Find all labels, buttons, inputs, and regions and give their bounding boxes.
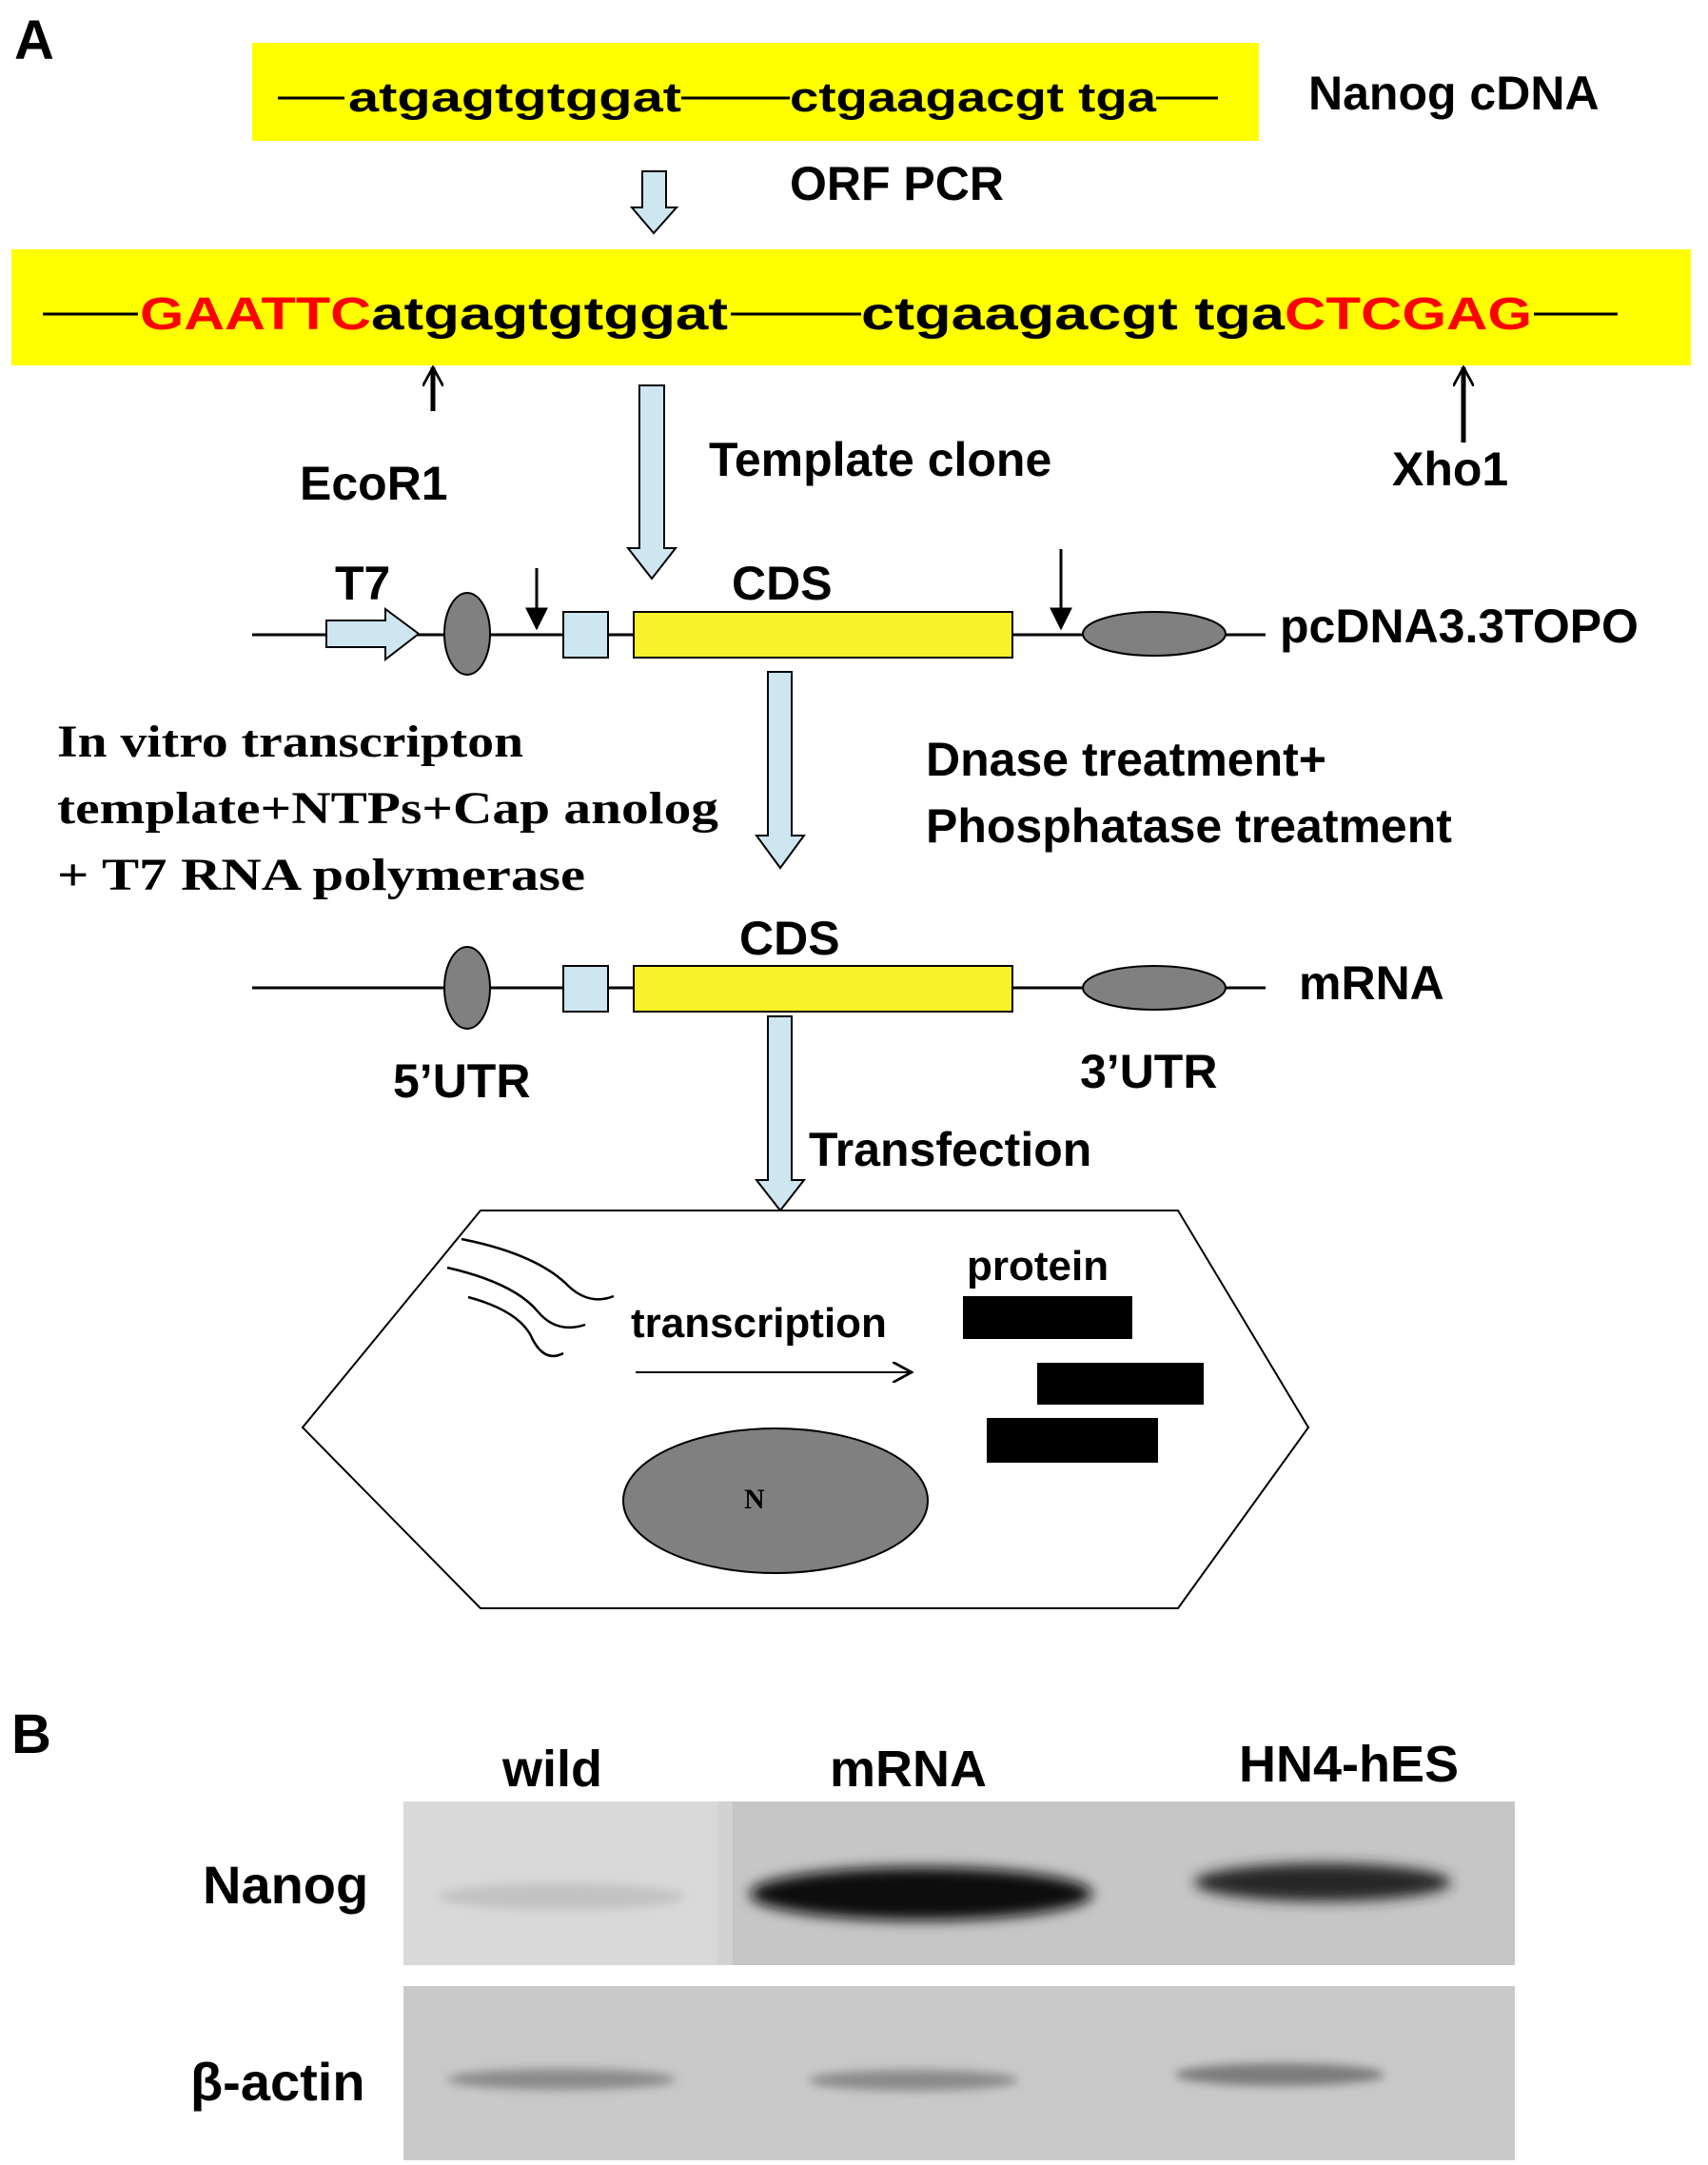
protein-label: protein bbox=[967, 1243, 1109, 1289]
protein-bar-1 bbox=[963, 1296, 1132, 1339]
transcription-label: transcription bbox=[631, 1300, 887, 1347]
xho1-site-seq: CTCGAG bbox=[1285, 289, 1532, 340]
vector-3utr-element bbox=[1082, 611, 1227, 657]
vector-small-box bbox=[562, 611, 609, 659]
xho1-label: Xho1 bbox=[1392, 443, 1508, 496]
cdna-seq-end: ctgaagacgt tga bbox=[790, 74, 1157, 121]
panel-b-label: B bbox=[11, 1703, 51, 1765]
vector-cds-box bbox=[633, 611, 1013, 659]
pcr-product-bar: GAATTC atgagtgtggat ctgaagacgt tga CTCGA… bbox=[11, 249, 1691, 365]
template-clone-label: Template clone bbox=[709, 433, 1051, 486]
treatment-line-2: Phosphatase treatment bbox=[926, 799, 1452, 853]
row-label-nanog: Nanog bbox=[203, 1855, 368, 1915]
transfection-arrow bbox=[754, 1015, 807, 1212]
cdna-sequence-bar: atgagtgtggat ctgaagacgt tga bbox=[252, 43, 1259, 141]
protein-bar-2 bbox=[1037, 1363, 1204, 1405]
transfection-label: Transfection bbox=[809, 1123, 1091, 1176]
actin-band-wild bbox=[447, 2069, 676, 2090]
mrna-map bbox=[252, 946, 1266, 1030]
ecor1-site-seq: GAATTC bbox=[140, 289, 371, 340]
nanog-band-mrna bbox=[750, 1867, 1092, 1920]
pcr-seq-start: atgagtgtggat bbox=[371, 289, 728, 340]
nucleus-label: N bbox=[744, 1484, 765, 1515]
cdna-seq-start: atgagtgtggat bbox=[348, 74, 681, 121]
nucleus bbox=[622, 1427, 929, 1574]
mrna-small-box bbox=[562, 965, 609, 1013]
lane-label-hn4-hes: HN4-hES bbox=[1239, 1736, 1459, 1793]
beta-actin-blot bbox=[403, 1986, 1515, 2160]
treatment-line-1: Dnase treatment+ bbox=[926, 733, 1326, 786]
vector-name: pcDNA3.3TOPO bbox=[1280, 600, 1639, 653]
utr3-label: 3’UTR bbox=[1080, 1045, 1217, 1098]
ecor1-label: EcoR1 bbox=[300, 457, 448, 510]
mrna-3utr-element bbox=[1082, 965, 1227, 1011]
ivt-note: In vitro transcripton template+NTPs+Cap … bbox=[57, 717, 718, 900]
mrna-5utr-element bbox=[443, 946, 491, 1030]
t7-label: T7 bbox=[335, 557, 390, 610]
vector-5utr-element bbox=[443, 592, 491, 676]
nanog-band-wild bbox=[438, 1883, 685, 1910]
ivt-note-line-1: In vitro transcripton bbox=[57, 717, 523, 767]
panel-a-label: A bbox=[14, 10, 54, 71]
mrna-strand-2 bbox=[446, 1266, 586, 1329]
nanog-band-hn4-hes bbox=[1194, 1863, 1451, 1901]
mrna-name: mRNA bbox=[1299, 956, 1444, 1010]
vector-map bbox=[252, 549, 1266, 676]
actin-band-hn4-hes bbox=[1175, 2063, 1384, 2086]
ivt-arrow bbox=[755, 671, 806, 870]
orf-pcr-arrow bbox=[629, 170, 679, 235]
lane-label-wild: wild bbox=[501, 1741, 602, 1798]
pcr-seq-end: ctgaagacgt tga bbox=[861, 289, 1285, 340]
orf-pcr-label: ORF PCR bbox=[790, 157, 1004, 210]
t7-promoter-arrow bbox=[325, 607, 421, 662]
nanog-blot bbox=[403, 1801, 1515, 1965]
mrna-strand-1 bbox=[461, 1237, 615, 1301]
template-clone-arrow bbox=[625, 384, 678, 581]
ivt-note-line-3: + T7 RNA polymerase bbox=[57, 850, 585, 900]
mrna-strand-3 bbox=[467, 1295, 564, 1358]
ivt-note-line-2: template+NTPs+Cap anolog bbox=[57, 783, 718, 834]
cdna-label: Nanog cDNA bbox=[1308, 67, 1600, 120]
mrna-cds-box bbox=[633, 965, 1013, 1013]
protein-bar-3 bbox=[987, 1418, 1158, 1463]
utr5-label: 5’UTR bbox=[393, 1054, 530, 1108]
vector-cds-label: CDS bbox=[732, 557, 833, 610]
row-label-beta-actin: β-actin bbox=[190, 2052, 365, 2112]
lane-label-mrna: mRNA bbox=[830, 1741, 987, 1798]
mrna-cds-label: CDS bbox=[739, 912, 840, 965]
actin-band-mrna bbox=[809, 2070, 1018, 2091]
cell bbox=[301, 1210, 1310, 1609]
